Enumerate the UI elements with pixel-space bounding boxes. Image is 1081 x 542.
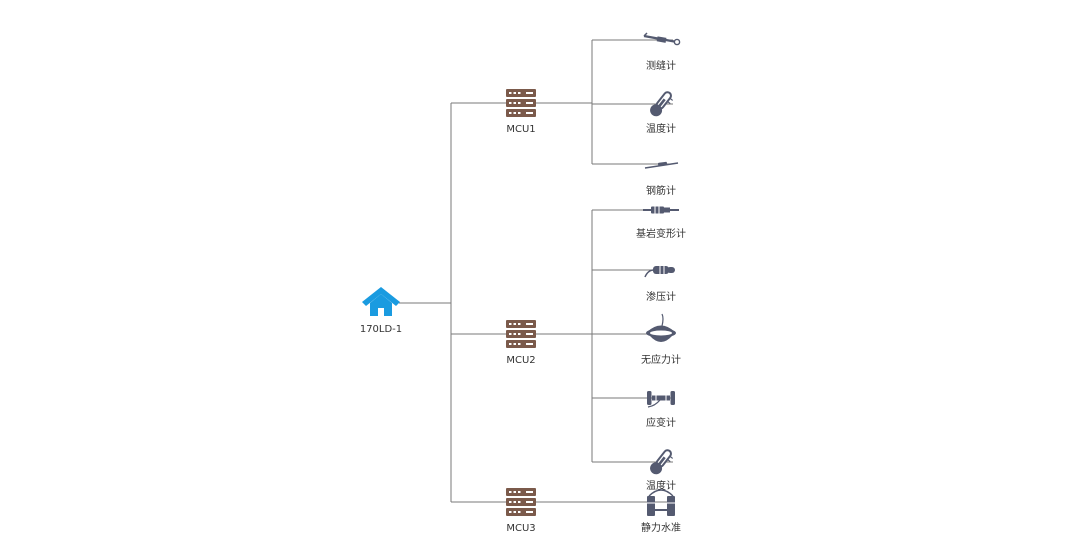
- rebar-meter-icon: [644, 161, 679, 169]
- static-level-icon: [647, 489, 675, 516]
- server-rack-icon: [506, 320, 536, 348]
- sensor-node[interactable]: 应变计: [646, 391, 676, 429]
- thermometer-icon: [650, 449, 674, 475]
- root-node[interactable]: 170LD-1: [360, 287, 402, 335]
- mcu-node-1[interactable]: MCU1: [506, 89, 536, 135]
- no-stress-meter-icon: [646, 313, 676, 342]
- piezometer-icon: [644, 266, 675, 278]
- sensor-node[interactable]: 钢筋计: [644, 161, 679, 197]
- server-rack-icon: [506, 89, 536, 117]
- server-rack-icon: [506, 488, 536, 516]
- thermometer-icon: [650, 91, 674, 117]
- sensor-node[interactable]: 温度计: [646, 89, 676, 135]
- house-icon: [362, 287, 400, 316]
- sensor-node-label: 钢筋计: [646, 184, 676, 197]
- sensor-node[interactable]: 渗压计: [644, 266, 676, 303]
- crack-meter-icon: [643, 32, 681, 46]
- sensor-node-label: 无应力计: [641, 353, 681, 366]
- sensor-node[interactable]: 基岩变形计: [636, 206, 686, 241]
- sensor-node-label: 温度计: [646, 122, 676, 135]
- sensor-node-label: 渗压计: [646, 290, 676, 303]
- sensor-node-label: 静力水准: [641, 521, 681, 534]
- bedrock-extensometer-icon: [643, 206, 679, 214]
- root-node-label: 170LD-1: [360, 324, 402, 335]
- mcu-node-2[interactable]: MCU2: [506, 320, 536, 366]
- sensor-node-label: 温度计: [646, 479, 676, 492]
- connector-lines: [399, 39, 673, 503]
- sensor-node[interactable]: 静力水准: [641, 489, 681, 534]
- mcu-node-3-label: MCU3: [506, 523, 535, 534]
- sensor-node-label: 测缝计: [646, 59, 676, 72]
- sensor-node-label: 基岩变形计: [636, 227, 686, 240]
- sensor-node-label: 应变计: [646, 416, 676, 429]
- sensor-node[interactable]: 温度计: [646, 447, 676, 492]
- mcu-node-2-label: MCU2: [506, 355, 535, 366]
- mcu-node-1-label: MCU1: [506, 124, 535, 135]
- sensor-node[interactable]: 测缝计: [643, 32, 681, 72]
- strain-gauge-icon: [647, 391, 675, 408]
- sensor-node[interactable]: 无应力计: [641, 313, 681, 366]
- mcu-node-3[interactable]: MCU3: [506, 488, 536, 534]
